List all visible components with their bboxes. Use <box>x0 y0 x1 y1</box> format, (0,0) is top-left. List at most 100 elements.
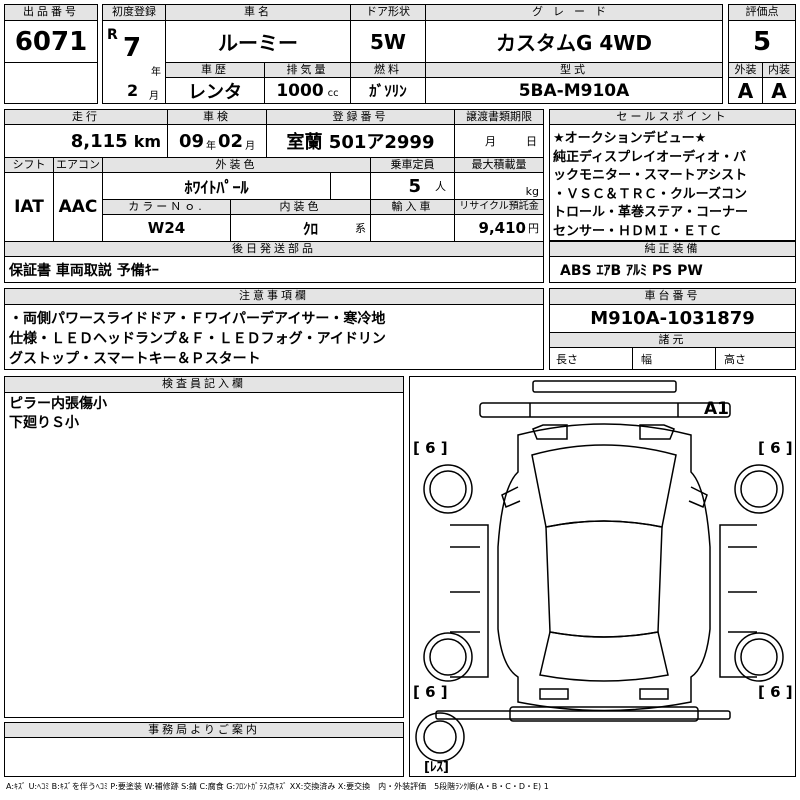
capacity-cell: 5 人 <box>370 172 455 200</box>
front-left-wheel <box>423 464 473 514</box>
fuel-value: ｶﾞｿﾘﾝ <box>350 77 426 104</box>
transfer-label: 譲渡書類期限 <box>454 109 544 125</box>
mileage-cell: 8,115 km <box>4 124 168 158</box>
max-load-cell: kg <box>454 172 544 200</box>
office-label: 事務局よりご案内 <box>4 722 404 738</box>
specs-height-label: 高さ <box>724 352 746 366</box>
left-headlight <box>532 424 568 440</box>
interior-value: A <box>762 77 796 104</box>
factory-equip-label: 純正装備 <box>549 241 796 257</box>
rear-panel <box>509 706 699 722</box>
rear-bumper <box>435 710 731 720</box>
chassis-label: 車台番号 <box>549 288 796 305</box>
tire-front-right: [ 6 ] <box>758 439 793 457</box>
specs-width: 幅 <box>632 347 716 370</box>
left-side-body <box>450 524 489 678</box>
aircon-label: エアコン <box>53 157 103 173</box>
exterior-label: 外装 <box>728 62 763 78</box>
later-parts-value: 保証書 車両取説 予備ｷｰ <box>4 256 544 283</box>
specs-label: 諸元 <box>549 332 796 348</box>
roof <box>545 520 663 638</box>
car-diagram-svg <box>415 380 784 762</box>
selling-points-label: セールスポイント <box>549 109 796 125</box>
first-reg-month-unit: 月 <box>149 91 159 102</box>
rear-right-wheel-inner <box>740 638 778 676</box>
body-outline <box>497 423 711 712</box>
inspection-cell: 09 年 02 月 <box>167 124 267 158</box>
rear-glass <box>539 631 669 682</box>
aircon-value: AAC <box>53 172 103 242</box>
score-value: 5 <box>728 20 796 63</box>
front-bumper <box>532 380 677 393</box>
first-reg-value: R 7 年 2 月 <box>102 20 166 104</box>
chassis-value: M910A-1031879 <box>549 304 796 333</box>
spare-tire-inner <box>423 720 457 754</box>
right-taillight <box>639 688 669 700</box>
notes-text: ・両側パワースライドドア・Ｆワイパーデアイサー・寒冷地 仕様・ＬＥＤヘッドランプ… <box>4 304 544 370</box>
front-left-wheel-inner <box>429 470 467 508</box>
color-value: ﾎﾜｲﾄﾊﾟｰﾙ <box>102 172 331 200</box>
tire-front-left: [ 6 ] <box>413 439 448 457</box>
spare-tire <box>415 712 465 762</box>
lot-label: 出品番号 <box>4 4 98 21</box>
inspection-year-unit: 年 <box>206 140 216 152</box>
color-no-label: カラーＮｏ. <box>102 199 231 215</box>
door-label: ドア形状 <box>350 4 426 21</box>
interior-label: 内装 <box>762 62 796 78</box>
color-no-value: W24 <box>102 214 231 242</box>
interior-color-cell: ｸﾛ 系 <box>230 214 371 242</box>
fuel-label: 燃料 <box>350 62 426 78</box>
inspection-month: 02 <box>218 130 244 152</box>
car-name-label: 車名 <box>165 4 351 21</box>
door-value: 5W <box>350 20 426 63</box>
spare-tire-label: [ﾚｽ] <box>424 760 449 775</box>
recycle-label: リサイクル預託金 <box>454 199 544 215</box>
displacement-unit: cc <box>327 88 339 99</box>
capacity-unit: 人 <box>435 180 446 193</box>
office-value <box>4 737 404 777</box>
specs-length-label: 長さ <box>556 352 578 366</box>
score-label: 評価点 <box>728 4 796 21</box>
mileage-label: 走行 <box>4 109 168 125</box>
inspector-label: 検査員記入欄 <box>4 376 404 393</box>
tire-rear-left: [ 6 ] <box>413 683 448 701</box>
windshield <box>531 444 677 528</box>
damage-mark-a1: A1 <box>704 399 729 419</box>
mileage-value: 8,115 <box>70 130 128 152</box>
transfer-day-unit: 日 <box>526 135 537 148</box>
grade-label: グレード <box>425 4 723 21</box>
specs-width-label: 幅 <box>641 352 652 366</box>
model-value: 5BA-M910A <box>425 77 723 104</box>
first-reg-year-unit: 年 <box>151 67 161 78</box>
recycle-value: 9,410 <box>478 219 526 237</box>
specs-length: 長さ <box>549 347 633 370</box>
rear-left-wheel <box>423 632 473 682</box>
legend: A:ｷｽﾞ U:ﾍｺﾐ B:ｷｽﾞを伴うﾍｺﾐ P:要塗装 W:補修跡 S:錆 … <box>6 782 549 791</box>
interior-color-value: ｸﾛ <box>302 219 318 238</box>
selling-points-text: ★オークションデビュー★ 純正ディスプレイオーディオ・バ ックモニター・スマート… <box>549 124 796 241</box>
car-diagram: A1 [ 6 ] [ 6 ] [ 6 ] [ 6 ] [ﾚｽ] <box>409 376 796 777</box>
interior-color-label: 内装色 <box>230 199 371 215</box>
recycle-cell: 9,410 円 <box>454 214 544 242</box>
inspection-label: 車検 <box>167 109 267 125</box>
color-extra <box>330 172 371 200</box>
shift-label: シフト <box>4 157 54 173</box>
inspection-year: 09 <box>178 130 204 152</box>
lot-number: 6071 <box>4 20 98 63</box>
recycle-unit: 円 <box>528 222 539 235</box>
interior-color-unit: 系 <box>355 222 366 235</box>
first-reg-year: 7 <box>123 33 142 63</box>
rear-right-wheel <box>734 632 784 682</box>
right-mirror <box>688 486 708 509</box>
specs-height: 高さ <box>715 347 796 370</box>
max-load-label: 最大積載量 <box>454 157 544 173</box>
front-panel-notch <box>529 403 679 417</box>
car-name: ルーミー <box>165 20 351 63</box>
first-reg-label: 初度登録 <box>102 4 166 21</box>
exterior-value: A <box>728 77 763 104</box>
rear-left-wheel-inner <box>429 638 467 676</box>
plate-value: 室蘭 501ア2999 <box>266 124 455 158</box>
model-label: 型式 <box>425 62 723 78</box>
displacement-label: 排気量 <box>264 62 351 78</box>
transfer-month-unit: 月 <box>485 135 496 148</box>
